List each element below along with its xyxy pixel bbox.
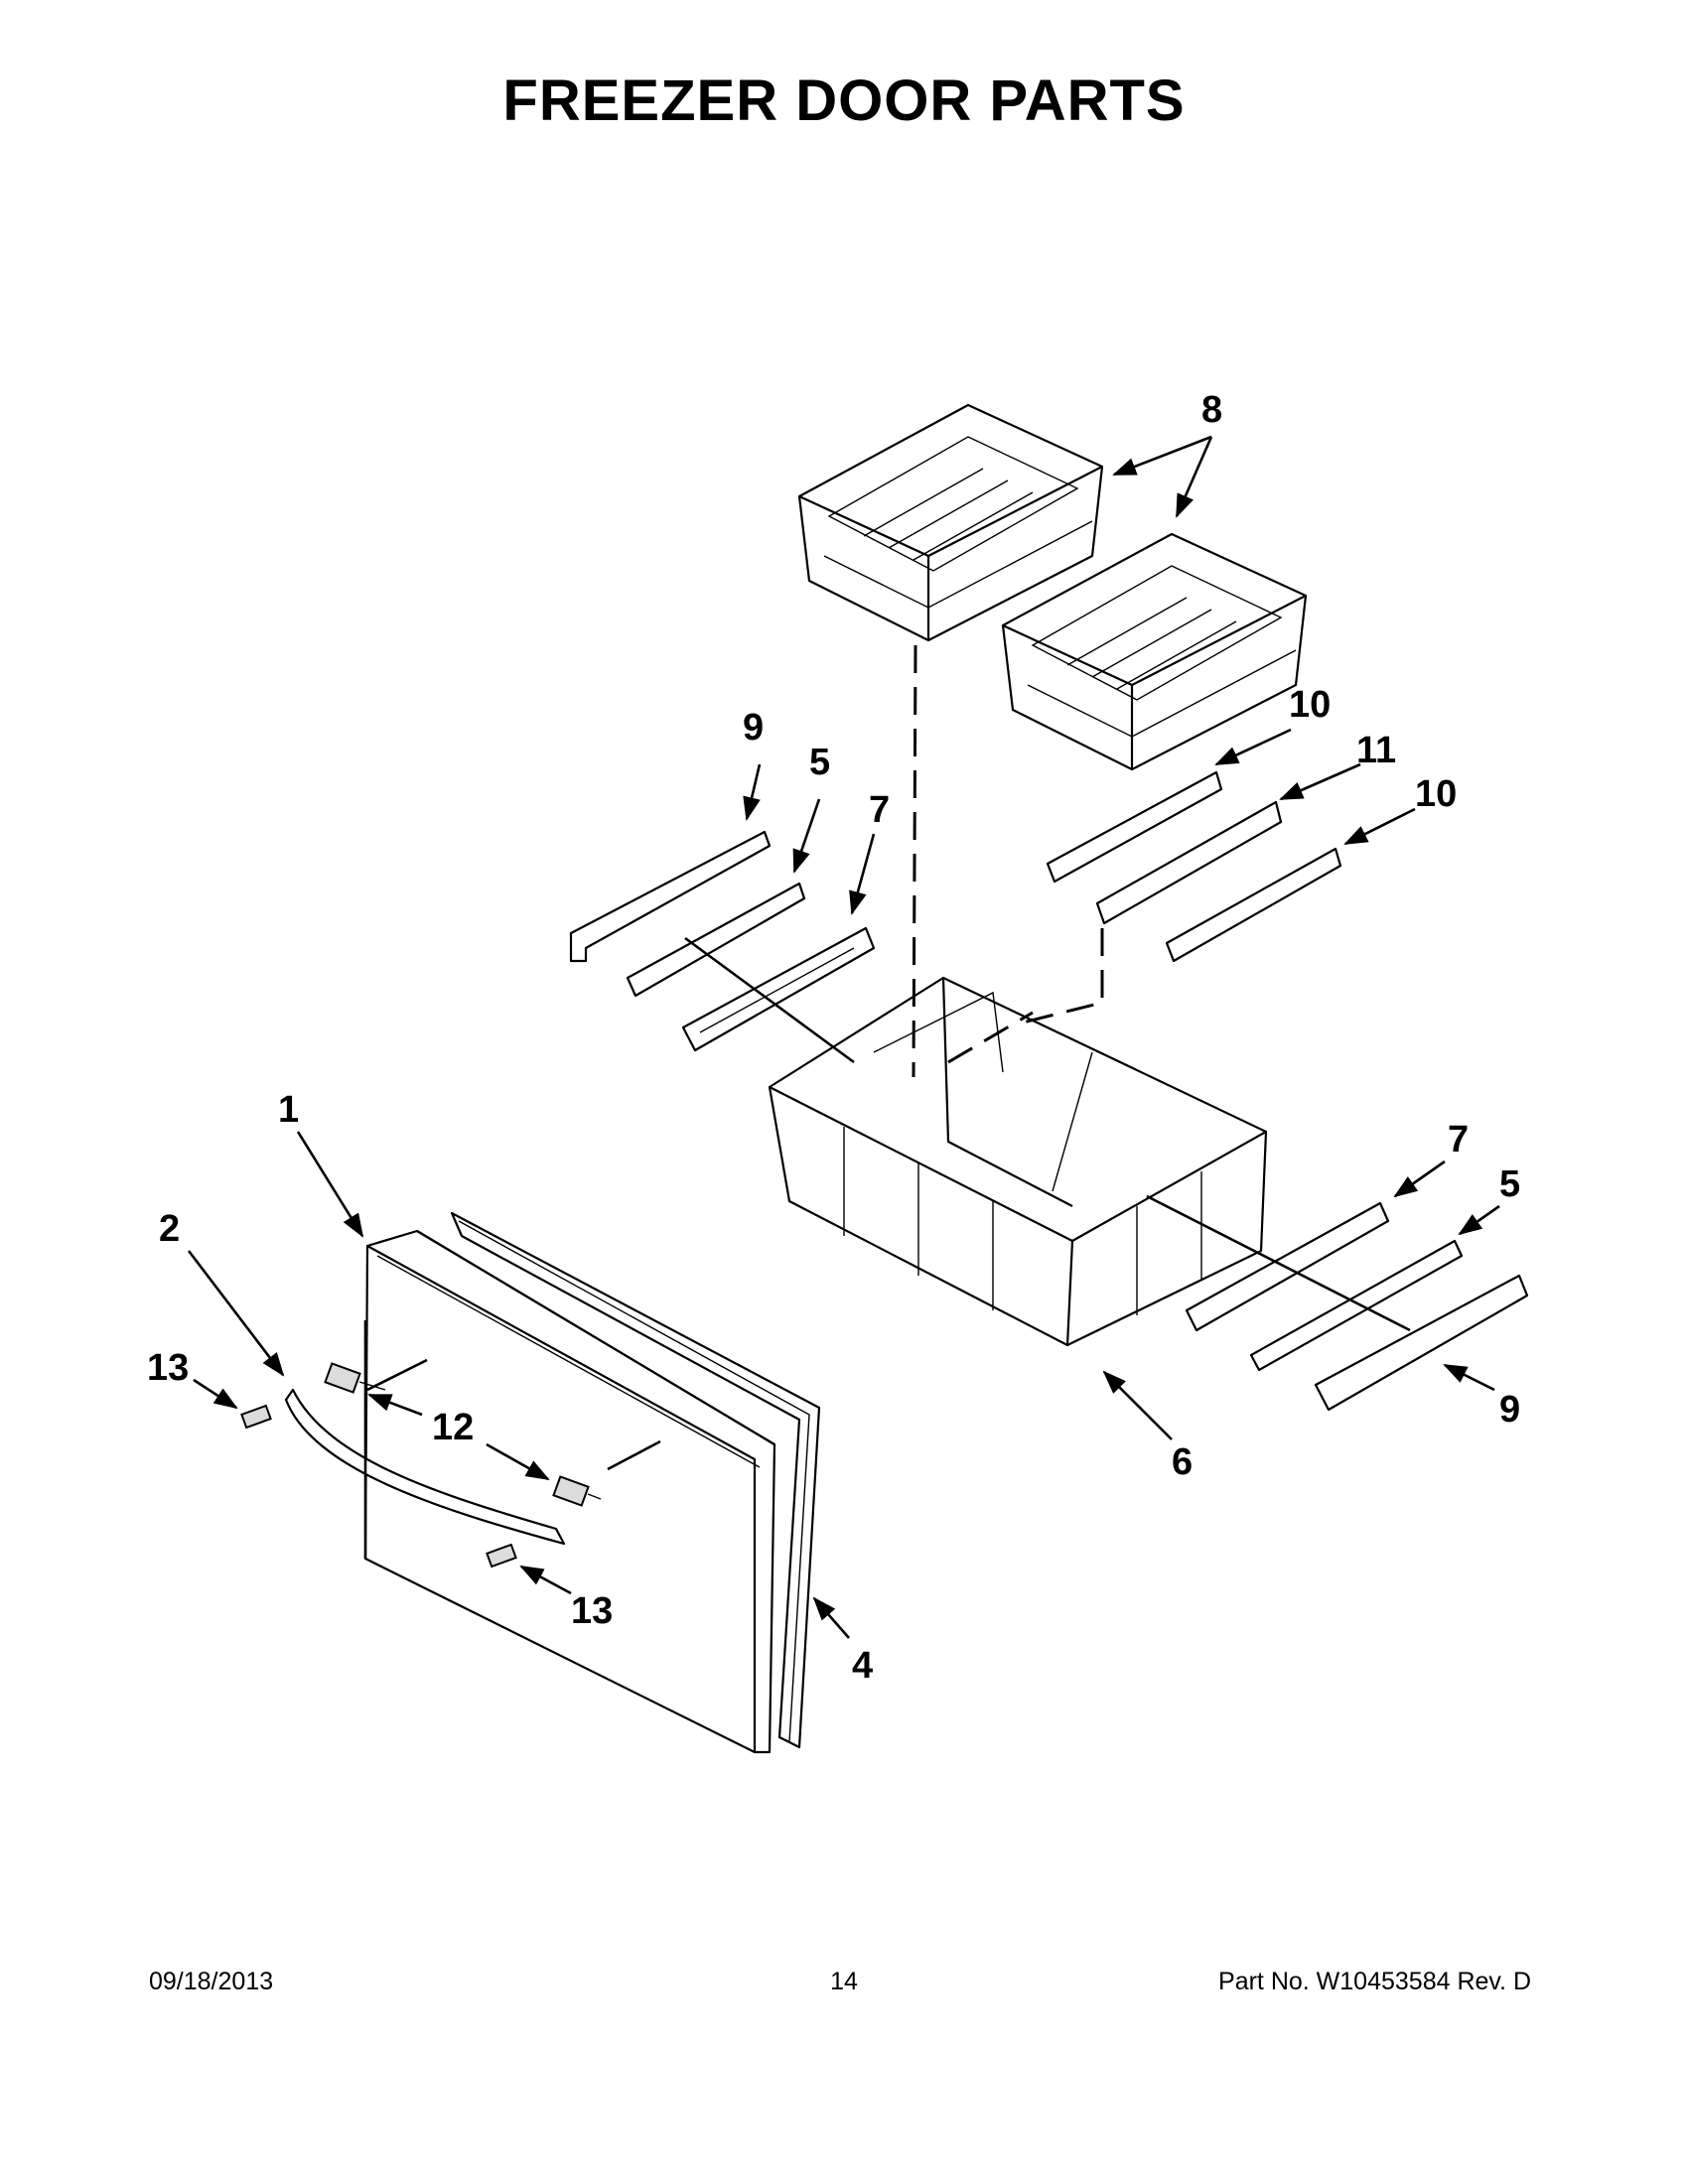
callout-1: 1 [278,1089,299,1131]
leader-arrow-12b [486,1442,550,1481]
alignment-line [1022,928,1104,1024]
callout-10-top: 10 [1289,684,1331,726]
leader-arrow-7-right [1393,1160,1446,1198]
callout-7-right: 7 [1448,1119,1469,1160]
leader-arrow-13-bottom [519,1565,572,1595]
door-gasket [450,1211,821,1749]
leader-arrow-2 [187,1250,285,1377]
leader-arrow-8a [1112,435,1212,477]
leader-arrow-8b [1175,436,1213,518]
callout-9-left: 9 [743,707,764,749]
slide-rail-right [1249,1239,1464,1372]
callout-13-bottom: 13 [571,1590,613,1632]
leader-arrow-5-right [1458,1204,1500,1236]
callout-12: 12 [432,1407,474,1448]
handle-screw-lower [552,1475,602,1507]
alignment-line [1146,1194,1411,1332]
callout-7-left: 7 [869,789,890,831]
alignment-line [947,1011,1034,1064]
rail-support-bottom [1165,847,1342,963]
callout-11: 11 [1356,730,1396,771]
freezer-basket-lower [1001,532,1308,771]
footer-part-number: Part No. W10453584 Rev. D [1218,1968,1531,1995]
leader-arrow-10-bottom [1343,807,1416,846]
callout-5-right: 5 [1499,1163,1520,1205]
rail-cover-left [569,830,772,963]
callout-2: 2 [159,1208,180,1250]
rail-bracket-left [681,926,876,1052]
alignment-line [366,1358,428,1392]
leader-arrow-11 [1279,762,1361,801]
freezer-drawer [768,976,1268,1347]
freezer-basket-upper [797,403,1104,642]
alignment-line [912,644,917,1078]
leader-arrow-9-left [743,763,762,821]
footer-page-number: 14 [830,1968,858,1995]
rail-cover-right [1314,1274,1529,1412]
callout-4: 4 [852,1645,873,1687]
alignment-line [684,936,855,1064]
leader-arrow-1 [296,1131,364,1238]
slide-rail-left [626,882,806,998]
callout-10-bottom: 10 [1415,773,1457,815]
handle-screw-upper [324,1362,386,1394]
center-divider-rail [1095,800,1283,925]
callout-9-right: 9 [1499,1389,1520,1431]
leader-arrow-10-top [1214,728,1292,766]
set-screw-bottom [486,1543,517,1569]
leader-arrow-4 [812,1596,850,1639]
leader-arrow-7-left [849,833,876,915]
leader-arrow-5-left [792,798,821,874]
leader-arrow-12a [367,1393,423,1417]
page-title: FREEZER DOOR PARTS [502,68,1186,133]
callout-5-left: 5 [809,742,830,783]
set-screw-left [240,1404,272,1430]
leader-arrow-9-right [1443,1363,1495,1392]
callout-13-left: 13 [147,1347,189,1389]
door-handle [284,1388,566,1546]
leader-arrow-6 [1102,1370,1173,1440]
callout-6: 6 [1172,1441,1193,1483]
leader-arrow-13-left [193,1378,238,1410]
rail-support-top [1046,770,1223,884]
footer-date: 09/18/2013 [149,1968,274,1995]
alignment-line [607,1439,661,1471]
callout-8: 8 [1201,389,1222,431]
